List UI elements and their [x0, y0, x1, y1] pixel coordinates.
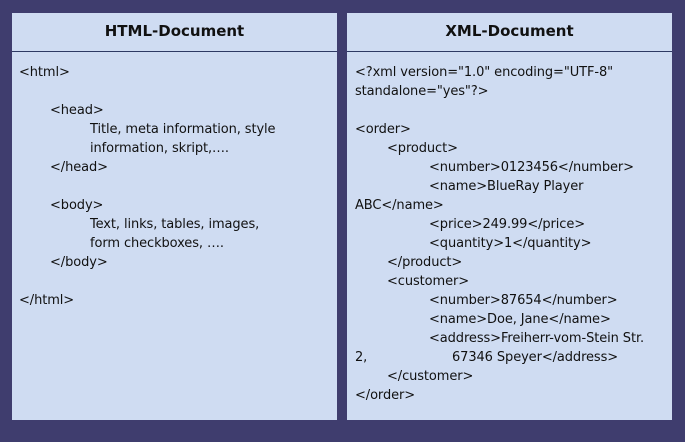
customer-close-tag: </customer> [387, 369, 474, 384]
address-number-fragment: 2, [355, 350, 368, 365]
product-open-tag: <product> [387, 141, 458, 156]
customer-address-continuation: 2, 67346 Speyer</address> [347, 348, 672, 367]
html-title-divider [12, 51, 337, 52]
body-content-line: form checkboxes, …. [90, 236, 224, 251]
product-name-continuation: ABC</name> [355, 198, 444, 213]
xml-document-title: XML-Document [445, 22, 574, 40]
product-quantity-line: <quantity>1</quantity> [429, 236, 592, 251]
xml-declaration-line: standalone="yes"?> [355, 84, 489, 99]
blank-line [12, 177, 337, 196]
xml-code-block: <?xml version="1.0" encoding="UTF-8" sta… [347, 63, 672, 405]
order-open-tag: <order> [355, 122, 411, 137]
customer-open-tag: <customer> [387, 274, 470, 289]
blank-line [12, 82, 337, 101]
customer-number-line: <number>87654</number> [429, 293, 618, 308]
product-number-line: <number>0123456</number> [429, 160, 634, 175]
html-close-tag: </html> [19, 293, 75, 308]
blank-line [12, 272, 337, 291]
product-price-line: <price>249.99</price> [429, 217, 586, 232]
html-code-block: <html> <head> Title, meta information, s… [12, 63, 337, 310]
head-content-line: information, skript,…. [90, 141, 229, 156]
head-close-tag: </head> [50, 160, 108, 175]
product-name-line: <name>BlueRay Player [429, 179, 584, 194]
html-document-panel: HTML-Document <html> <head> Title, meta … [12, 13, 337, 420]
xml-document-panel: XML-Document <?xml version="1.0" encodin… [347, 13, 672, 420]
blank-line [347, 101, 672, 120]
customer-name-line: <name>Doe, Jane</name> [429, 312, 611, 327]
xml-declaration-line: <?xml version="1.0" encoding="UTF-8" [355, 65, 614, 80]
order-close-tag: </order> [355, 388, 416, 403]
body-content-line: Text, links, tables, images, [90, 217, 260, 232]
head-content-line: Title, meta information, style [90, 122, 276, 137]
customer-address-line: <address>Freiherr-vom-Stein Str. [429, 331, 645, 346]
xml-title-divider [347, 51, 672, 52]
html-document-title: HTML-Document [104, 22, 245, 40]
head-open-tag: <head> [50, 103, 104, 118]
address-city-fragment: 67346 Speyer</address> [452, 350, 619, 365]
product-close-tag: </product> [387, 255, 463, 270]
html-open-tag: <html> [19, 65, 70, 80]
body-open-tag: <body> [50, 198, 104, 213]
body-close-tag: </body> [50, 255, 108, 270]
